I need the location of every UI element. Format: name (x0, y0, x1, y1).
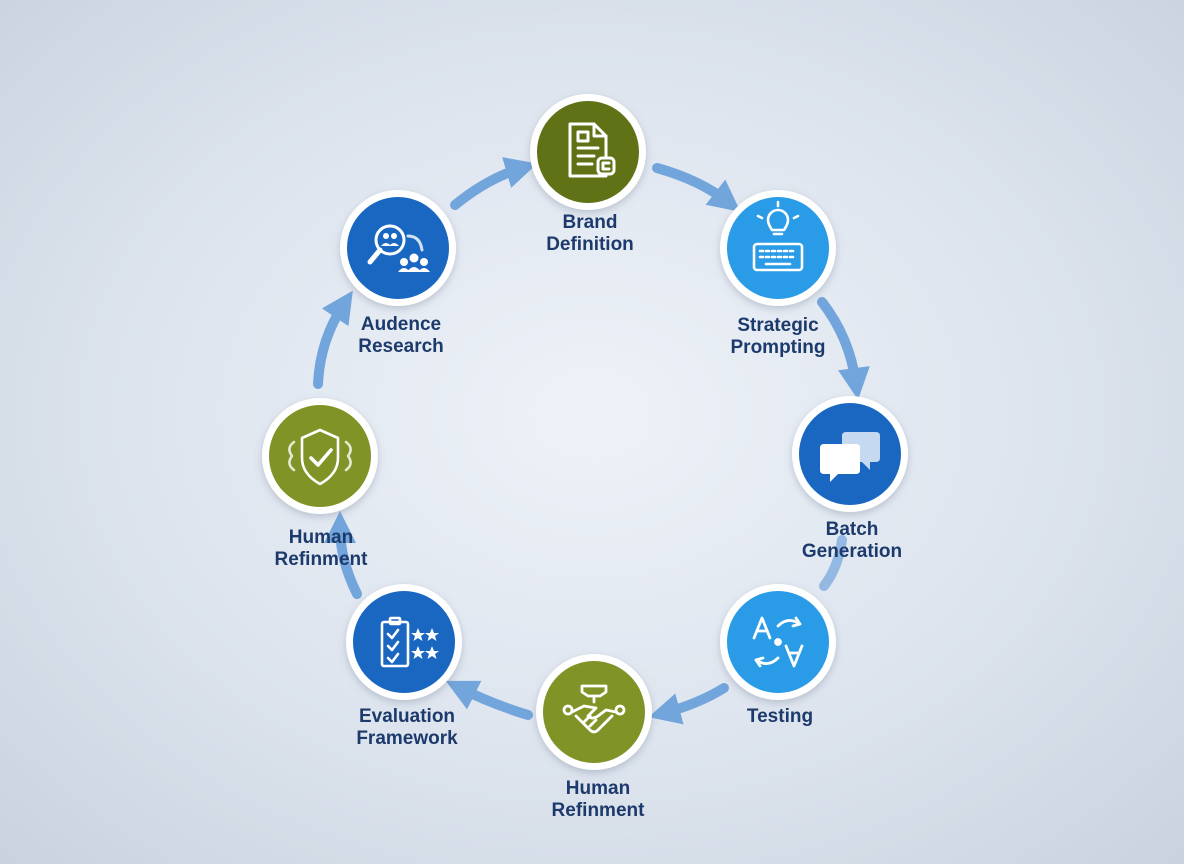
label-line: Evaluation (358, 706, 456, 727)
label-line: Definition (546, 234, 634, 255)
label-human-refinement-left: Human Refinment (211, 527, 431, 571)
label-line: Framework (356, 728, 458, 749)
label-brand-definition: Brand Definition (480, 212, 700, 256)
document-icon (568, 122, 616, 178)
label-batch-generation: Batch Generation (742, 519, 962, 563)
label-line: Testing (746, 706, 814, 727)
label-testing: Testing (670, 706, 890, 728)
step-brand-definition (530, 94, 646, 210)
arrow-refinement-to-audience (313, 290, 353, 389)
label-strategic-prompting: Strategic Prompting (668, 315, 888, 359)
chat-bubbles-icon (820, 432, 880, 482)
label-line: Audence (360, 314, 442, 335)
label-line: Prompting (730, 337, 826, 358)
arrow-prompting-to-batch (817, 297, 870, 400)
step-evaluation-framework (346, 584, 462, 700)
arrow-brand-to-prompting (652, 163, 741, 212)
label-line: Batch (825, 519, 879, 540)
label-human-refinement-bottom: Human Refinment (488, 778, 708, 822)
label-audience-research: Audence Research (291, 314, 511, 358)
label-evaluation-framework: Evaluation Framework (297, 706, 517, 750)
step-nodes (262, 94, 908, 770)
magnifier-people-icon (367, 224, 430, 272)
label-line: Refinment (551, 800, 645, 821)
shield-check-icon (288, 428, 352, 486)
label-line: Generation (801, 541, 903, 562)
step-strategic-prompting (720, 190, 836, 306)
step-human-refinement-left (262, 398, 378, 514)
arrow-audience-to-brand (450, 157, 538, 210)
lightbulb-keyboard-icon (752, 200, 804, 272)
arrow-refinement-to-evaluation (445, 680, 533, 720)
arrow-testing-to-refinement (648, 683, 729, 725)
step-audience-research (340, 190, 456, 306)
step-testing (720, 584, 836, 700)
arrow-evaluation-to-refinement (324, 511, 362, 599)
label-line: Brand (562, 212, 618, 233)
step-batch-generation (792, 396, 908, 512)
label-line: Human (565, 778, 631, 799)
handshake-icon (562, 684, 626, 734)
arrow-batch-to-testing (819, 535, 847, 591)
flow-arrows (313, 157, 870, 725)
ab-swap-icon (752, 616, 804, 668)
checklist-stars-icon (380, 616, 439, 668)
label-line: Human (288, 527, 354, 548)
label-line: Refinment (274, 549, 368, 570)
label-line: Research (358, 336, 444, 357)
label-line: Strategic (737, 315, 819, 336)
step-human-refinement-bottom (536, 654, 652, 770)
